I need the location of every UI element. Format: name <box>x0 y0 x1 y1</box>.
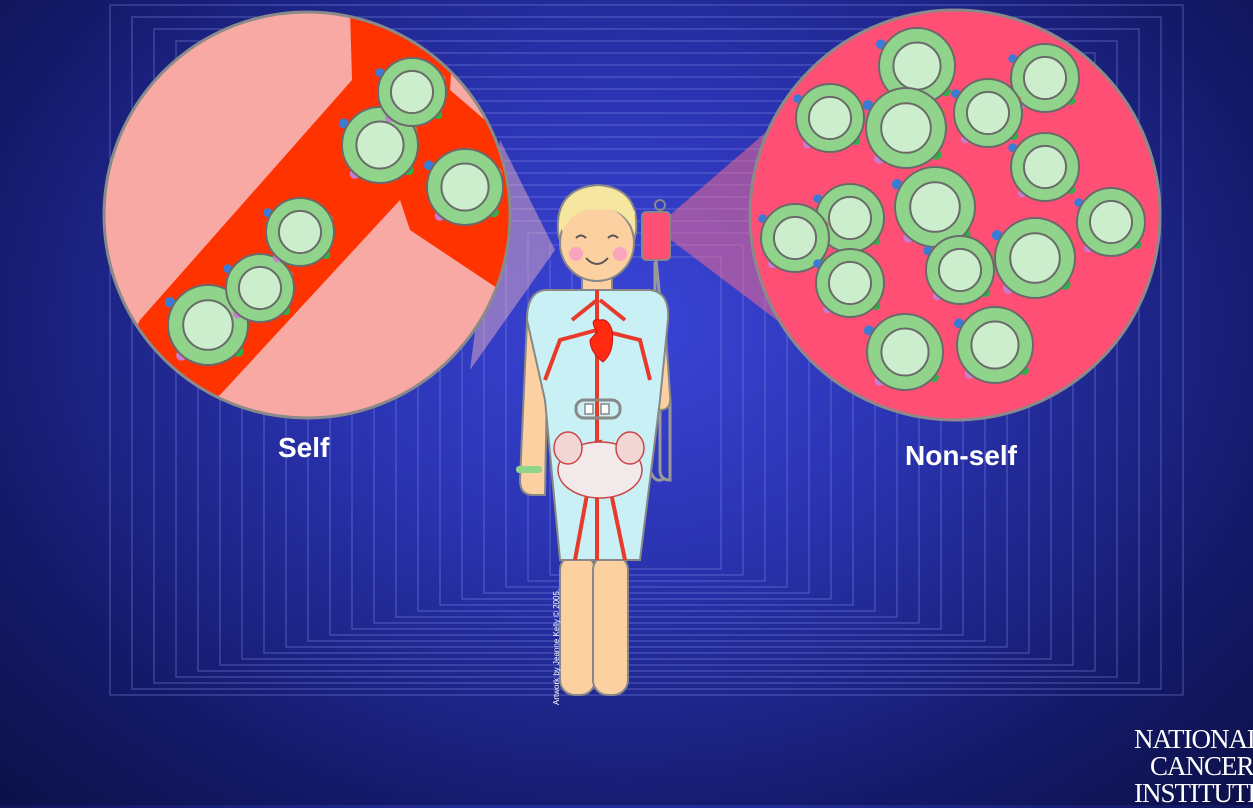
nonself-cells-circle <box>750 10 1160 420</box>
logo-line-3: INSTITUTE <box>1134 780 1253 807</box>
logo-line-2: CANCER <box>1134 753 1253 780</box>
logo-line-1: NATIONAL <box>1134 726 1253 753</box>
self-blood-vessel-circle <box>104 10 530 420</box>
non-self-label: Non-self <box>905 440 1017 472</box>
nci-logo: NATIONAL CANCER INSTITUTE <box>1134 726 1253 807</box>
artwork-credit: Artwork by Jeanne Kelly © 2005. <box>552 589 561 705</box>
self-label: Self <box>278 432 329 464</box>
